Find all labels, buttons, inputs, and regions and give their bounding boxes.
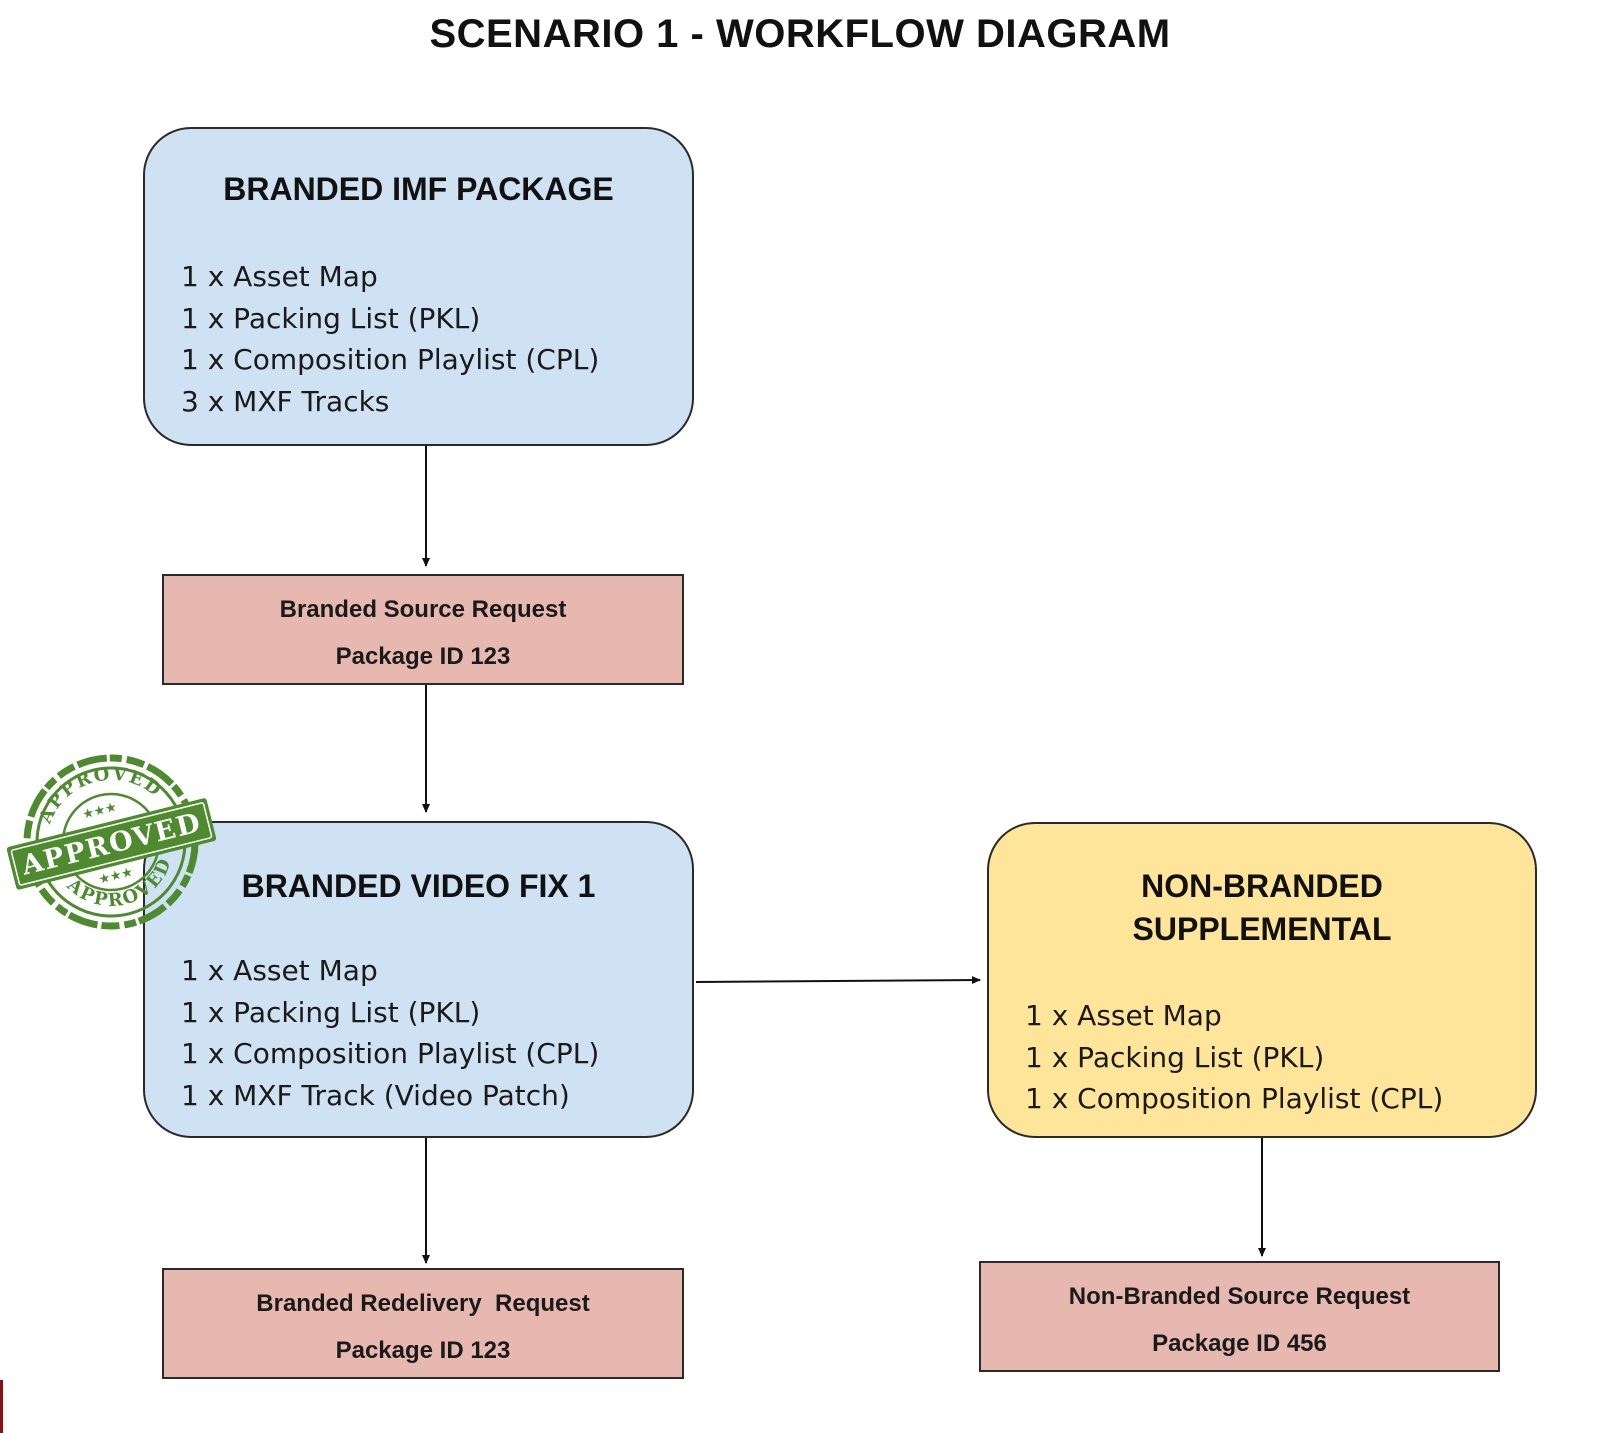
request-package-id: Package ID 456 — [1152, 1330, 1327, 1357]
branded-redelivery-request-node: Branded Redelivery Request Package ID 12… — [162, 1268, 684, 1379]
package-item: 1 x Composition Playlist (CPL) — [1025, 1082, 1444, 1115]
request-name: Non-Branded Source Request — [1068, 1283, 1411, 1310]
diagram-title: SCENARIO 1 - WORKFLOW DIAGRAM — [429, 12, 1171, 56]
package-title: BRANDED IMF PACKAGE — [145, 168, 692, 211]
non-branded-supplemental-node: NON-BRANDED SUPPLEMENTAL 1 x Asset Map 1… — [987, 822, 1537, 1138]
package-item: 1 x Composition Playlist (CPL) — [181, 1037, 600, 1070]
package-item: 1 x Asset Map — [1025, 999, 1222, 1032]
request-package-id: Package ID 123 — [335, 643, 511, 670]
request-name: Branded Source Request — [279, 596, 567, 623]
package-item: 1 x Packing List (PKL) — [181, 995, 481, 1029]
request-package-id: Package ID 123 — [335, 1337, 511, 1364]
package-item: 1 x Asset Map — [181, 260, 378, 293]
package-title-line: BRANDED VIDEO FIX 1 — [241, 868, 596, 904]
branded-video-fix-1-node: BRANDED VIDEO FIX 1 1 x Asset Map 1 x Pa… — [143, 821, 694, 1138]
package-item: 1 x Packing List (PKL) — [1025, 1040, 1325, 1074]
package-contents-list: 1 x Asset Map 1 x Packing List (PKL) 1 x… — [1025, 995, 1443, 1120]
package-item: 3 x MXF Tracks — [181, 384, 390, 418]
branded-source-request-node: Branded Source Request Package ID 123 — [162, 574, 684, 685]
non-branded-source-request-node: Non-Branded Source Request Package ID 45… — [979, 1261, 1500, 1372]
package-item: 1 x Composition Playlist (CPL) — [181, 343, 600, 376]
package-title: BRANDED VIDEO FIX 1 — [145, 865, 692, 908]
package-title-line: BRANDED IMF PACKAGE — [223, 171, 614, 207]
package-contents-list: 1 x Asset Map 1 x Packing List (PKL) 1 x… — [181, 950, 599, 1116]
approved-stamp: APPROVED APPROVED ★★★ ★★★ APPROVED — [6, 750, 216, 930]
package-item: 1 x Asset Map — [181, 954, 378, 987]
package-contents-list: 1 x Asset Map 1 x Packing List (PKL) 1 x… — [181, 256, 599, 422]
package-title-line: NON-BRANDED — [1141, 868, 1383, 904]
package-item: 1 x Packing List (PKL) — [181, 301, 481, 335]
package-title-line: SUPPLEMENTAL — [1132, 911, 1392, 947]
stamp-star-icon: ★★★ — [81, 800, 119, 823]
edge-video-fix-to-supplemental — [695, 976, 981, 985]
package-item: 1 x MXF Track (Video Patch) — [181, 1078, 570, 1112]
stamp-banner — [6, 798, 216, 890]
package-title: NON-BRANDED SUPPLEMENTAL — [989, 865, 1535, 951]
branded-imf-package-node: BRANDED IMF PACKAGE 1 x Asset Map 1 x Pa… — [143, 127, 694, 446]
edge-marker — [0, 1380, 3, 1433]
request-name: Branded Redelivery Request — [256, 1290, 590, 1317]
